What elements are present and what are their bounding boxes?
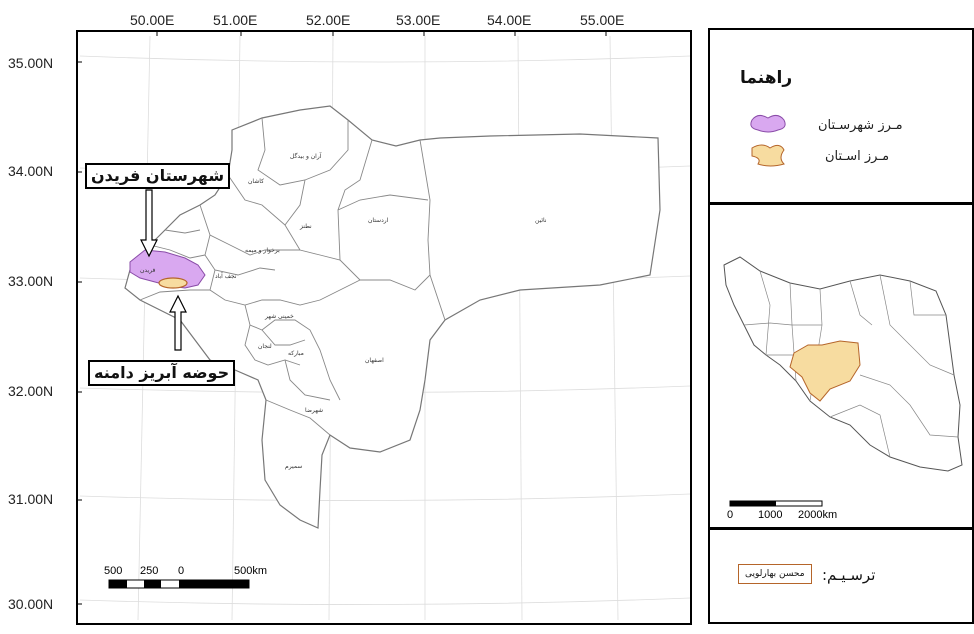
main-map-frame (76, 30, 692, 625)
fereydan-county (129, 249, 206, 289)
county-label: کاشان (248, 178, 264, 185)
legend-county-swatch (750, 114, 786, 133)
county-label: فریدن (140, 267, 156, 274)
arrow-up (169, 294, 187, 351)
credit-label: ترسـیـم: (822, 566, 876, 584)
main-scale-label: 0 (178, 565, 185, 577)
lat-label-35: 35.00N (8, 55, 54, 71)
main-scale-label: 500 (104, 565, 123, 577)
lat-label-31: 31.00N (8, 491, 54, 507)
county-label: اصفهان (365, 357, 384, 364)
credit-panel: محسن بهارلویی ترسـیـم: (708, 528, 974, 624)
inset-panel: 0 1000 2000km (708, 203, 974, 529)
basin-shape (158, 277, 188, 289)
lon-label-53: 53.00E (396, 12, 441, 28)
county-label: نطنز (299, 223, 312, 230)
county-label: مبارکه (288, 350, 304, 357)
inset-scale-label: 2000km (798, 509, 838, 521)
callout-arrows (140, 189, 187, 351)
lon-label-55: 55.00E (580, 12, 625, 28)
legend-province-swatch (751, 144, 785, 167)
legend-panel: راهنما مـرز شهرسـتان مـرز اسـتان (708, 28, 974, 204)
lon-label-51: 51.00E (213, 12, 258, 28)
county-label: نائین (535, 217, 547, 224)
main-scale-label: 500km (234, 565, 268, 577)
lat-label-33: 33.00N (8, 273, 54, 289)
iran-inset-map (723, 256, 963, 507)
arrow-down (140, 189, 158, 258)
basin-callout: حوضه آبریز دامنه (88, 360, 236, 386)
lat-label-30: 30.00N (8, 596, 54, 612)
main-scale-bar (108, 579, 250, 589)
legend-swatches (750, 114, 786, 167)
lat-label-34: 34.00N (8, 163, 54, 179)
inset-scale-label: 0 (727, 509, 734, 521)
county-label: شهرضا (305, 407, 323, 414)
county-label: اردستان (368, 217, 389, 224)
county-labels: آران و بیدگل کاشان نطنز اردستان نائین بر… (140, 151, 547, 470)
county-label: سمیرم (285, 463, 302, 470)
county-label: خمینی شهر (264, 313, 294, 320)
legend-county-label: مـرز شهرسـتان (818, 118, 903, 133)
county-label: لنجان (258, 343, 272, 350)
lon-label-54: 54.00E (487, 12, 532, 28)
grid-ticks (77, 31, 607, 605)
credit-signature: محسن بهارلویی (738, 564, 812, 584)
legend-province-label: مـرز اسـتان (825, 149, 890, 164)
isfahan-inset (789, 340, 861, 402)
county-label: آران و بیدگل (290, 151, 322, 160)
lon-label-52: 52.00E (306, 12, 351, 28)
county-callout: شهرستان فریدن (85, 163, 231, 189)
county-borders (139, 117, 446, 436)
county-label: نجف آباد (215, 271, 237, 280)
main-scale-label: 250 (140, 565, 159, 577)
legend-title: راهنما (740, 68, 793, 88)
county-label: برخوار و میمه (245, 247, 280, 254)
lon-label-50: 50.00E (130, 12, 175, 28)
inset-scale-label: 1000 (758, 509, 783, 521)
lat-label-32: 32.00N (8, 383, 54, 399)
